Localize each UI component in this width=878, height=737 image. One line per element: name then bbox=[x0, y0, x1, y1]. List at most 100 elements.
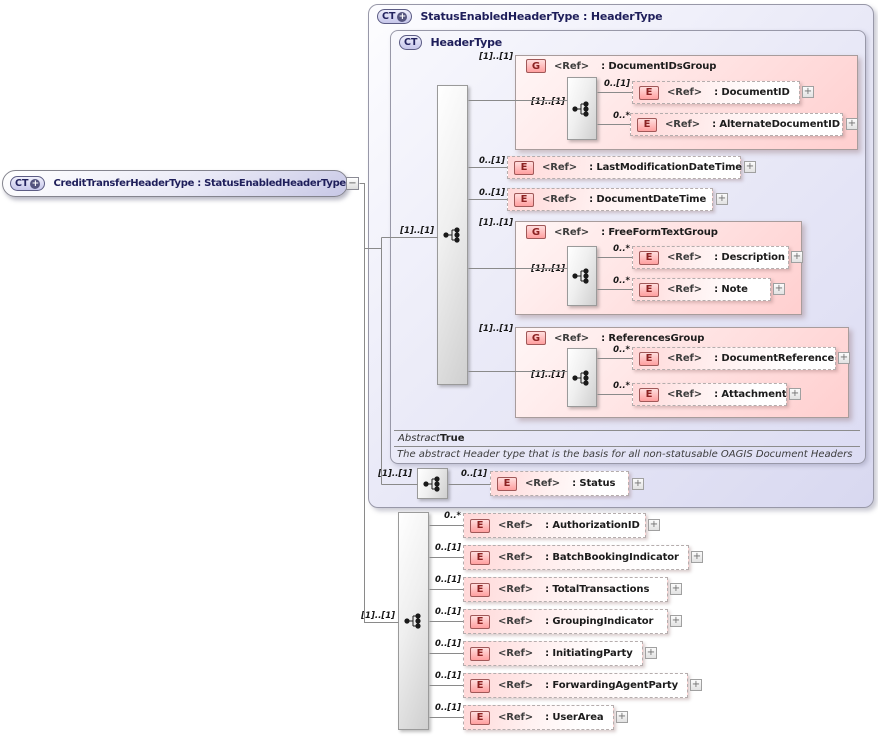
header-type-title: HeaderType bbox=[430, 36, 503, 49]
element-name: : ForwardingAgentParty bbox=[545, 680, 679, 691]
cardinality-label: [1]..[1] bbox=[400, 226, 434, 236]
expand-button[interactable]: + bbox=[670, 583, 682, 595]
sequence-icon bbox=[572, 369, 589, 386]
occurs-label: [1]..[1] bbox=[479, 52, 513, 62]
occurs-label: 0..[1] bbox=[434, 543, 461, 553]
element-row-batchbookingindicator[interactable]: E <Ref> : BatchBookingIndicator bbox=[463, 545, 689, 570]
ref-label: <Ref> bbox=[498, 680, 534, 691]
element-row-forwardingagentparty[interactable]: E <Ref> : ForwardingAgentParty bbox=[463, 673, 688, 698]
expand-button[interactable]: + bbox=[773, 283, 785, 295]
occurs-label: 0..[1] bbox=[603, 79, 630, 89]
occurs-label: [1]..[1] bbox=[479, 218, 513, 228]
root-type-pill[interactable]: CT+ CreditTransferHeaderType : StatusEna… bbox=[2, 170, 348, 197]
occurs-label: 0..[1] bbox=[434, 607, 461, 617]
expand-button[interactable]: + bbox=[632, 478, 644, 490]
cardinality-label: [1]..[1] bbox=[531, 97, 565, 107]
expand-button[interactable]: + bbox=[789, 388, 801, 400]
element-row-totaltransactions[interactable]: E <Ref> : TotalTransactions bbox=[463, 577, 668, 602]
element-row-authorizationid[interactable]: E <Ref> : AuthorizationID bbox=[463, 513, 646, 538]
element-icon: E bbox=[639, 250, 659, 265]
group-icon: G bbox=[526, 59, 546, 73]
ref-label: <Ref> bbox=[667, 353, 703, 364]
expand-button[interactable]: + bbox=[645, 647, 657, 659]
element-name: : LastModificationDateTime bbox=[589, 162, 742, 173]
sequence-bar-extension[interactable] bbox=[398, 512, 429, 730]
expand-button[interactable]: + bbox=[690, 679, 702, 691]
collapse-button[interactable]: − bbox=[346, 177, 359, 190]
header-type-header: CT HeaderType bbox=[399, 35, 502, 50]
element-row-documentid[interactable]: E <Ref> : DocumentID bbox=[632, 81, 800, 104]
element-icon: E bbox=[514, 160, 534, 175]
element-icon: E bbox=[639, 282, 659, 297]
ref-label: <Ref> bbox=[554, 60, 590, 72]
element-icon: E bbox=[470, 614, 490, 629]
group-name: : DocumentIDsGroup bbox=[601, 60, 717, 72]
element-row-note[interactable]: E <Ref> : Note bbox=[632, 278, 771, 301]
element-row-userarea[interactable]: E <Ref> : UserArea bbox=[463, 705, 614, 730]
element-icon: E bbox=[470, 550, 490, 565]
element-icon: E bbox=[639, 85, 659, 100]
element-name: : GroupingIndicator bbox=[545, 616, 654, 627]
abstract-value: True bbox=[440, 433, 465, 444]
ref-label: <Ref> bbox=[542, 162, 578, 173]
element-row-description[interactable]: E <Ref> : Description bbox=[632, 246, 789, 269]
expand-button[interactable]: + bbox=[802, 86, 814, 98]
occurs-label: 0..[1] bbox=[434, 703, 461, 713]
expand-button[interactable]: + bbox=[838, 352, 850, 364]
expand-button[interactable]: + bbox=[716, 193, 728, 205]
expand-button[interactable]: + bbox=[670, 615, 682, 627]
group-header: G <Ref> : FreeFormTextGroup bbox=[526, 225, 718, 239]
element-row-lastmodificationdatetime[interactable]: E <Ref> : LastModificationDateTime bbox=[507, 156, 742, 179]
element-row-groupingindicator[interactable]: E <Ref> : GroupingIndicator bbox=[463, 609, 668, 634]
element-name: : Note bbox=[714, 284, 748, 295]
occurs-label: 0..[1] bbox=[478, 188, 505, 198]
occurs-label: 0..[1] bbox=[434, 575, 461, 585]
sequence-icon bbox=[572, 100, 589, 117]
sequence-icon bbox=[403, 613, 421, 629]
ref-label: <Ref> bbox=[498, 552, 534, 563]
sequence-bar-headertype[interactable] bbox=[437, 85, 468, 385]
expand-button[interactable]: + bbox=[648, 519, 660, 531]
element-row-initiatingparty[interactable]: E <Ref> : InitiatingParty bbox=[463, 641, 643, 666]
occurs-label: 0..[1] bbox=[434, 639, 461, 649]
cardinality-label: [1]..[1] bbox=[531, 264, 565, 274]
element-name: : DocumentID bbox=[714, 87, 790, 98]
element-icon: E bbox=[470, 582, 490, 597]
sequence-icon bbox=[422, 475, 440, 492]
ref-label: <Ref> bbox=[667, 252, 703, 263]
element-icon: E bbox=[470, 678, 490, 693]
element-row-documentreference[interactable]: E <Ref> : DocumentReference bbox=[632, 347, 836, 370]
group-name: : ReferencesGroup bbox=[601, 332, 705, 344]
element-icon: E bbox=[497, 476, 517, 491]
cardinality-label: [1]..[1] bbox=[531, 370, 565, 380]
occurs-label: 0..* bbox=[444, 511, 461, 521]
ref-label: <Ref> bbox=[498, 520, 534, 531]
sequence-bar-freeformtext[interactable] bbox=[567, 246, 597, 306]
element-row-documentdatetime[interactable]: E <Ref> : DocumentDateTime bbox=[507, 188, 713, 211]
sequence-bar-references[interactable] bbox=[567, 348, 597, 407]
sequence-icon bbox=[572, 268, 589, 284]
expand-button[interactable]: + bbox=[791, 251, 803, 263]
element-name: : Description bbox=[714, 252, 785, 263]
group-header: G <Ref> : ReferencesGroup bbox=[526, 331, 704, 345]
element-row-alternatedocumentid[interactable]: E <Ref> : AlternateDocumentID bbox=[630, 113, 843, 136]
sequence-icon bbox=[442, 227, 460, 243]
occurs-label: 0..* bbox=[613, 345, 630, 355]
sequence-bar-status[interactable] bbox=[417, 468, 448, 499]
type-annotation: The abstract Header type that is the bas… bbox=[397, 449, 853, 460]
expand-button[interactable]: + bbox=[744, 161, 756, 173]
expand-button[interactable]: + bbox=[691, 551, 703, 563]
occurs-label: 0..* bbox=[613, 276, 630, 286]
sequence-bar-documentids[interactable] bbox=[567, 77, 597, 140]
element-row-status[interactable]: E <Ref> : Status bbox=[490, 471, 629, 496]
element-name: : BatchBookingIndicator bbox=[545, 552, 679, 563]
expandable-plus-icon: + bbox=[397, 11, 408, 22]
root-type-title: CreditTransferHeaderType : StatusEnabled… bbox=[53, 178, 346, 189]
expand-button[interactable]: + bbox=[846, 118, 858, 130]
ref-label: <Ref> bbox=[554, 226, 590, 238]
divider bbox=[394, 430, 860, 431]
expand-button[interactable]: + bbox=[616, 711, 628, 723]
element-row-attachment[interactable]: E <Ref> : Attachment bbox=[632, 383, 787, 406]
abstract-label: Abstract bbox=[398, 433, 440, 444]
